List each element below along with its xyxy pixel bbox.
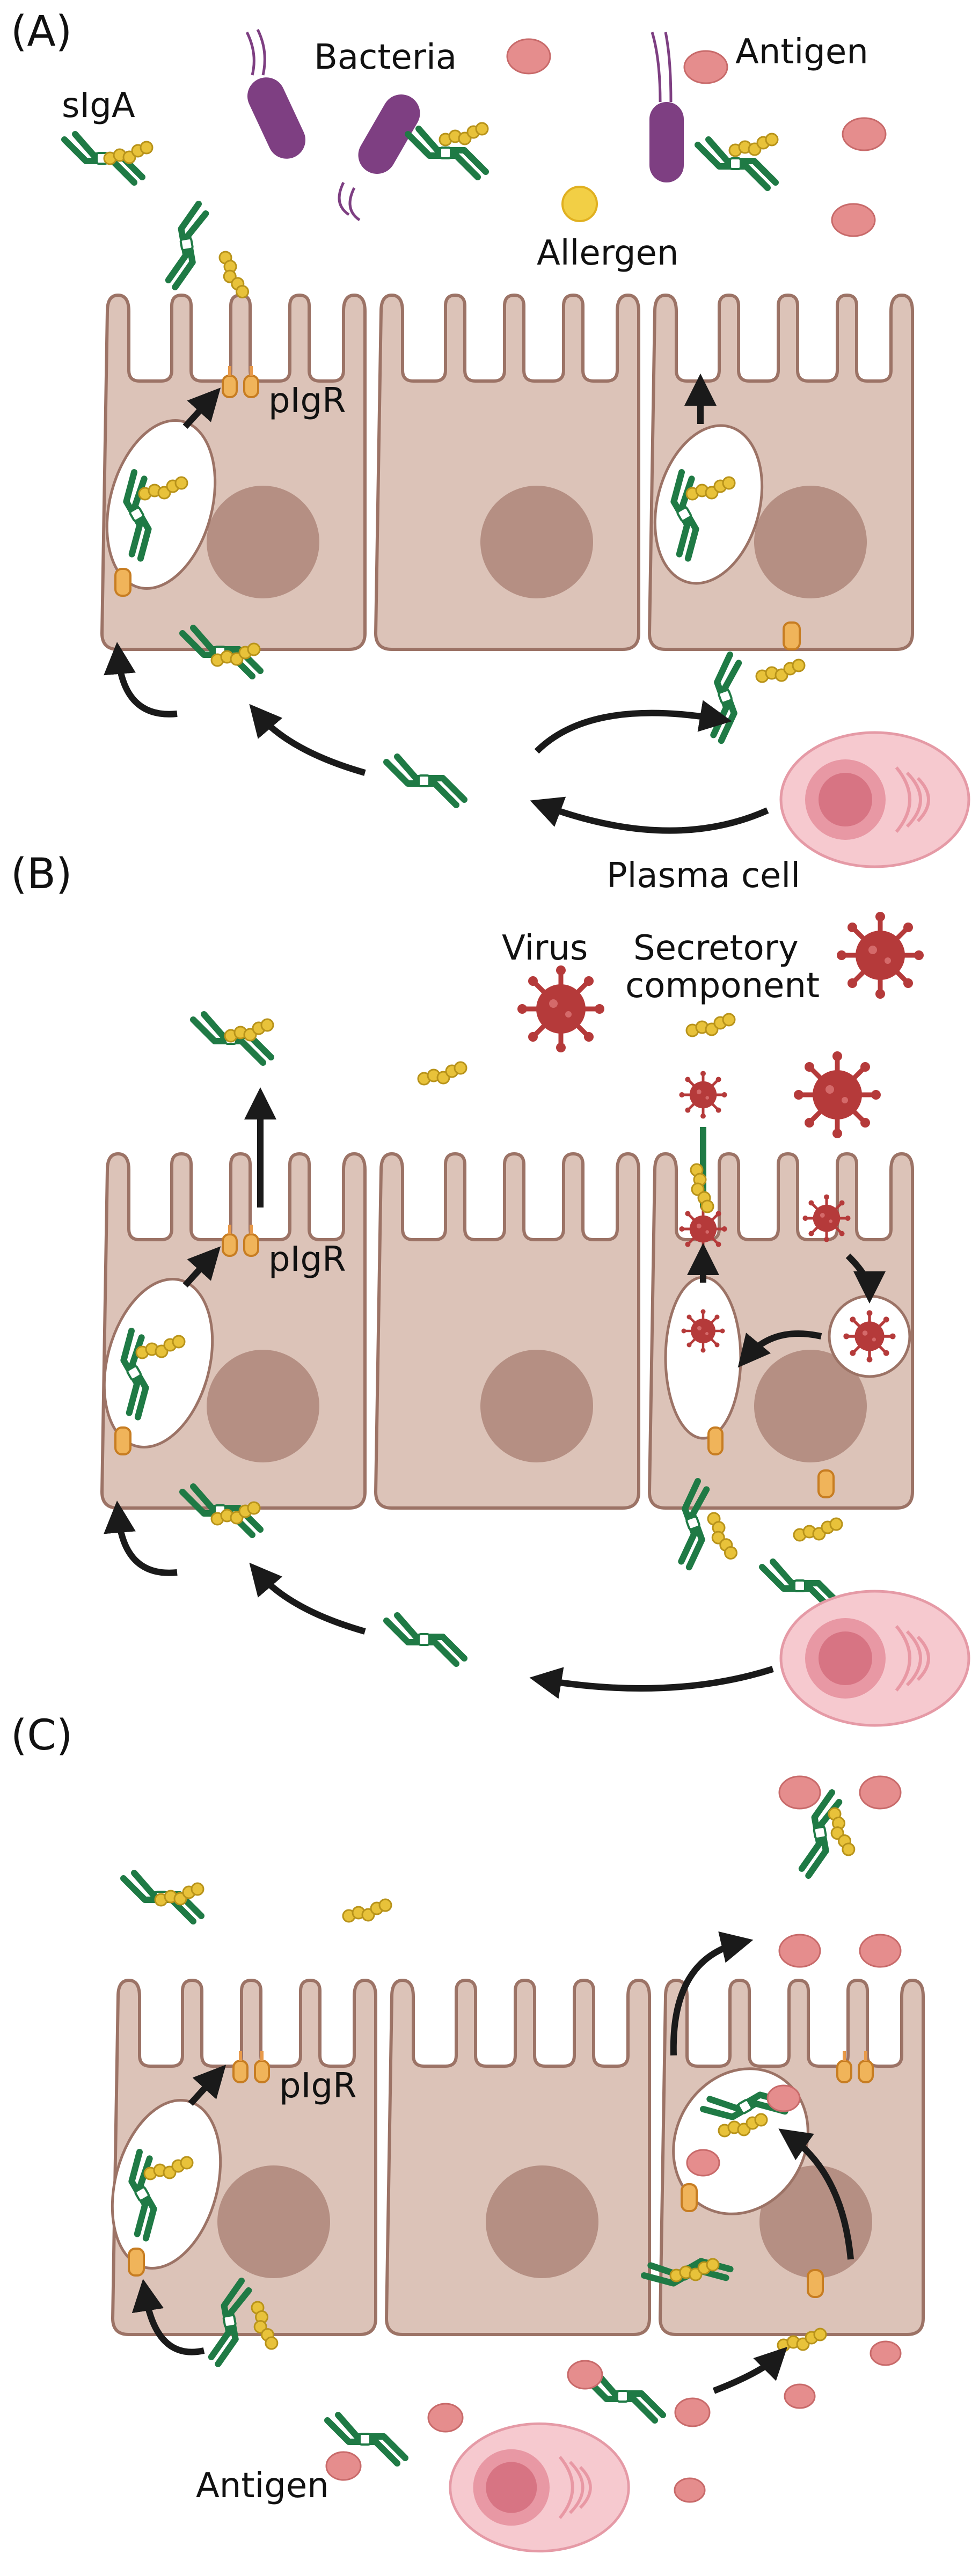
nucleus: [207, 1350, 319, 1462]
label-bacteria: Bacteria: [314, 38, 457, 77]
label-secretory-line2: component: [625, 966, 820, 1006]
panel-label-b: (B): [11, 850, 72, 898]
antibody-icon: [386, 1615, 464, 1664]
antigen-icon: [427, 2403, 464, 2433]
antigen-icon: [325, 2451, 362, 2481]
antigen-icon: [686, 2149, 720, 2177]
secretory-component-icon: [154, 1882, 204, 1907]
antigen-icon: [831, 203, 876, 237]
nucleus: [207, 486, 319, 598]
pigr-receptor-icon: [114, 1426, 131, 1455]
antigen-icon: [870, 2340, 902, 2366]
antigen-icon: [567, 2360, 603, 2390]
nucleus: [754, 486, 867, 598]
panel-c: [95, 1775, 923, 2551]
nucleus: [217, 2165, 330, 2278]
epithelial-cell-2: [376, 295, 639, 649]
secretory-component-icon: [793, 1517, 843, 1542]
nucleus: [754, 1350, 867, 1462]
virus-icon: [682, 1309, 725, 1353]
secretory-component-icon: [690, 1163, 714, 1213]
secretory-component-icon: [439, 122, 489, 147]
label-plasma-cell: Plasma cell: [607, 856, 800, 896]
arrow-icon: [104, 374, 769, 834]
antibody-icon: [690, 653, 762, 743]
pigr-receptor-icon: [817, 1469, 835, 1498]
plasma-cell-icon: [450, 2424, 629, 2551]
nucleus: [480, 1350, 593, 1462]
secretory-component-icon: [417, 1061, 467, 1086]
nucleus: [759, 2165, 872, 2278]
label-pigr: pIgR: [268, 381, 346, 421]
panel-a: [64, 28, 969, 867]
antigen-icon: [784, 2383, 816, 2409]
secretory-component-icon: [685, 1013, 736, 1037]
virus-icon: [517, 965, 604, 1052]
panel-b: [87, 912, 969, 1725]
secretory-component-icon: [827, 1805, 856, 1858]
secretory-component-icon: [103, 141, 154, 165]
pigr-receptor-icon: [783, 621, 801, 650]
label-pigr: pIgR: [268, 1240, 346, 1279]
allergen-icon: [561, 186, 598, 222]
antigen-icon: [766, 2084, 801, 2112]
panel-label-a: (A): [11, 8, 72, 56]
label-antigen: Antigen: [196, 2466, 329, 2506]
pigr-receptor-icon: [681, 2183, 698, 2212]
label-pigr: pIgR: [279, 2066, 357, 2106]
pigr-receptor-icon: [128, 2248, 145, 2277]
antigen-icon: [674, 2477, 706, 2503]
antigen-icon: [683, 50, 728, 84]
virus-icon: [802, 1194, 850, 1242]
virus-icon: [679, 1071, 727, 1118]
antigen-icon: [778, 1934, 821, 1968]
antigen-icon: [842, 117, 887, 151]
bacteria-icon: [358, 94, 420, 174]
plasma-cell-icon: [781, 1591, 969, 1725]
virus-icon: [843, 1310, 895, 1362]
label-virus: Virus: [502, 928, 588, 968]
antigen-icon: [506, 38, 551, 75]
bacteria-icon: [649, 102, 684, 182]
nucleus: [480, 486, 593, 598]
secretory-component-icon: [755, 658, 806, 683]
antigen-icon: [859, 1775, 902, 1810]
arrow-icon: [131, 1931, 854, 2394]
arrow-icon: [104, 1087, 886, 1699]
virus-icon: [679, 1205, 727, 1253]
secretory-component-icon: [342, 1898, 392, 1923]
bacteria-icon: [247, 77, 306, 159]
antigen-icon: [778, 1775, 821, 1810]
plasma-cell-icon: [781, 733, 969, 867]
virus-icon: [794, 1051, 881, 1138]
antibody-icon: [156, 203, 217, 288]
secretory-component-icon: [728, 133, 779, 157]
secretory-component-icon: [706, 1509, 739, 1563]
label-allergen: Allergen: [537, 233, 679, 273]
label-secretory-line1: Secretory: [633, 928, 799, 968]
label-antigen: Antigen: [735, 32, 868, 72]
secretory-component-icon: [224, 1018, 274, 1043]
pigr-receptor-icon: [807, 2269, 824, 2298]
secretory-component-icon: [217, 248, 250, 302]
virus-icon: [837, 912, 924, 999]
pigr-receptor-icon: [114, 568, 131, 597]
label-siga: sIgA: [62, 86, 135, 126]
panel-label-c: (C): [11, 1711, 73, 1760]
antigen-icon: [674, 2397, 711, 2427]
vesicle-icon: [664, 1276, 742, 1440]
antigen-icon: [859, 1934, 902, 1968]
epithelial-cell-2: [376, 1154, 639, 1508]
nucleus: [486, 2165, 598, 2278]
pigr-receptor-icon: [707, 1426, 724, 1455]
epithelial-cell-2: [386, 1980, 649, 2334]
antibody-icon: [386, 757, 464, 805]
